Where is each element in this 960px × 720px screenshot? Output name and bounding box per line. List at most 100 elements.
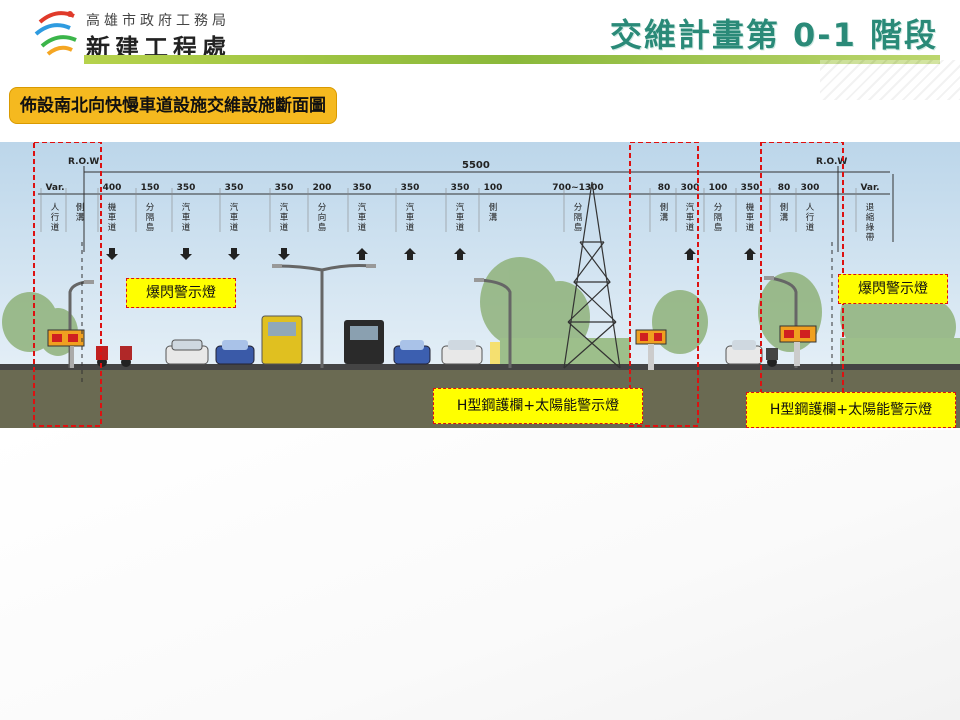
lane-name-6-2: 道 [280, 222, 289, 233]
lane-width-6: 350 [275, 183, 294, 193]
lane-name-6-1: 車 [280, 212, 289, 223]
row-label-left: R.O.W [68, 157, 99, 167]
callout-flash-left: 爆閃警示燈 [126, 278, 236, 308]
dimension-lines [38, 166, 894, 252]
callout-barrier-right: H型鋼護欄+太陽能警示燈 [746, 392, 956, 428]
lane-name-17-0: 側 [780, 202, 789, 213]
lane-name-19-0: 退 [866, 202, 875, 213]
lane-name-1-1: 溝 [76, 212, 85, 223]
lane-width-10: 350 [451, 183, 470, 193]
lane-name-15-1: 隔 [714, 213, 723, 223]
lane-name-9-0: 汽 [406, 202, 415, 213]
lane-name-12-0: 分 [574, 203, 583, 213]
header-decoration [820, 60, 960, 100]
header-bar [84, 55, 940, 64]
lane-width-2: 400 [103, 183, 122, 193]
lane-name-10-2: 道 [456, 222, 465, 233]
lane-width-3: 150 [141, 183, 160, 193]
lane-name-1-0: 側 [76, 202, 85, 213]
lane-name-4-1: 車 [182, 212, 191, 223]
lane-name-7-0: 分 [318, 203, 327, 213]
lane-arrow-down-6 [278, 248, 290, 260]
bureau-logo-icon [34, 11, 77, 56]
lane-name-3-0: 分 [146, 203, 155, 213]
lane-name-2-0: 機 [108, 202, 117, 213]
lane-name-12-1: 隔 [574, 213, 583, 223]
lane-name-15-2: 島 [714, 222, 723, 233]
lane-arrows [106, 248, 756, 260]
lane-name-0-1: 行 [51, 212, 60, 223]
lane-arrow-up-16 [744, 248, 756, 260]
lane-width-7: 200 [313, 183, 332, 193]
lane-name-12-2: 島 [574, 222, 583, 233]
callout-barrier-mid: H型鋼護欄+太陽能警示燈 [433, 388, 643, 424]
lane-width-4: 350 [177, 183, 196, 193]
lane-name-6-0: 汽 [280, 202, 289, 213]
lane-arrow-up-14 [684, 248, 696, 260]
lane-name-7-1: 向 [318, 212, 327, 223]
transmission-tower [563, 181, 621, 369]
lane-name-18-0: 人 [806, 203, 815, 213]
lane-name-3-1: 隔 [146, 213, 155, 223]
lane-name-13-0: 側 [660, 202, 669, 213]
lane-width-15: 100 [709, 183, 728, 193]
lane-arrow-up-10 [454, 248, 466, 260]
lane-name-10-1: 車 [456, 212, 465, 223]
lane-name-18-1: 行 [806, 212, 815, 223]
lane-width-13: 80 [658, 183, 671, 193]
lane-width-11: 100 [484, 183, 503, 193]
slide-background-lower [0, 430, 960, 720]
lane-arrow-up-8 [356, 248, 368, 260]
row-label-right: R.O.W [816, 157, 847, 167]
lane-width-9: 350 [401, 183, 420, 193]
phase-title: 交維計畫第 0-1 階段 [609, 16, 938, 54]
lane-name-9-2: 道 [406, 222, 415, 233]
lane-name-5-2: 道 [230, 222, 239, 233]
lane-name-8-1: 車 [358, 212, 367, 223]
lane-labels: Var.人行道側溝400機車道150分隔島350汽車道350汽車道350汽車道2… [40, 183, 880, 243]
lane-width-14: 300 [681, 183, 700, 193]
lane-name-5-1: 車 [230, 212, 239, 223]
lane-name-14-1: 車 [686, 212, 695, 223]
lane-width-18: 300 [801, 183, 820, 193]
road-surface [0, 364, 960, 370]
lane-width-5: 350 [225, 183, 244, 193]
lane-width-12: 700~1300 [552, 183, 603, 193]
lane-name-8-2: 道 [358, 222, 367, 233]
lane-name-2-2: 道 [108, 222, 117, 233]
lane-name-0-0: 人 [51, 203, 60, 213]
vehicles [96, 315, 778, 367]
lane-name-4-2: 道 [182, 222, 191, 233]
lane-width-16: 350 [741, 183, 760, 193]
lamp-heads [84, 264, 774, 284]
lane-name-19-1: 縮 [866, 212, 875, 223]
lane-width-8: 350 [353, 183, 372, 193]
lane-arrow-down-4 [180, 248, 192, 260]
lane-name-18-2: 道 [806, 222, 815, 233]
section-title: 佈設南北向快慢車道設施交維設施斷面圖 [9, 87, 337, 124]
lane-name-3-2: 島 [146, 222, 155, 233]
lane-name-10-0: 汽 [456, 202, 465, 213]
lane-name-8-0: 汽 [358, 202, 367, 213]
lane-name-0-2: 道 [51, 222, 60, 233]
lane-name-14-0: 汽 [686, 202, 695, 213]
org-subtitle: 高雄市政府工務局 [86, 13, 230, 29]
lane-name-11-1: 溝 [489, 212, 498, 223]
lane-name-19-3: 帶 [866, 233, 875, 243]
lane-name-17-1: 溝 [780, 212, 789, 223]
lane-name-16-0: 機 [746, 202, 755, 213]
lane-name-16-1: 車 [746, 212, 755, 223]
lane-width-19: Var. [860, 183, 879, 193]
lane-arrow-down-2 [106, 248, 118, 260]
lane-arrow-up-9 [404, 248, 416, 260]
total-width: 5500 [462, 160, 490, 171]
lane-name-4-0: 汽 [182, 202, 191, 213]
lane-width-0: Var. [45, 183, 64, 193]
barrier-post [490, 342, 500, 364]
lane-arrow-down-5 [228, 248, 240, 260]
lane-width-17: 80 [778, 183, 791, 193]
lane-name-19-2: 綠 [866, 222, 875, 233]
lane-name-15-0: 分 [714, 203, 723, 213]
lane-name-5-0: 汽 [230, 202, 239, 213]
